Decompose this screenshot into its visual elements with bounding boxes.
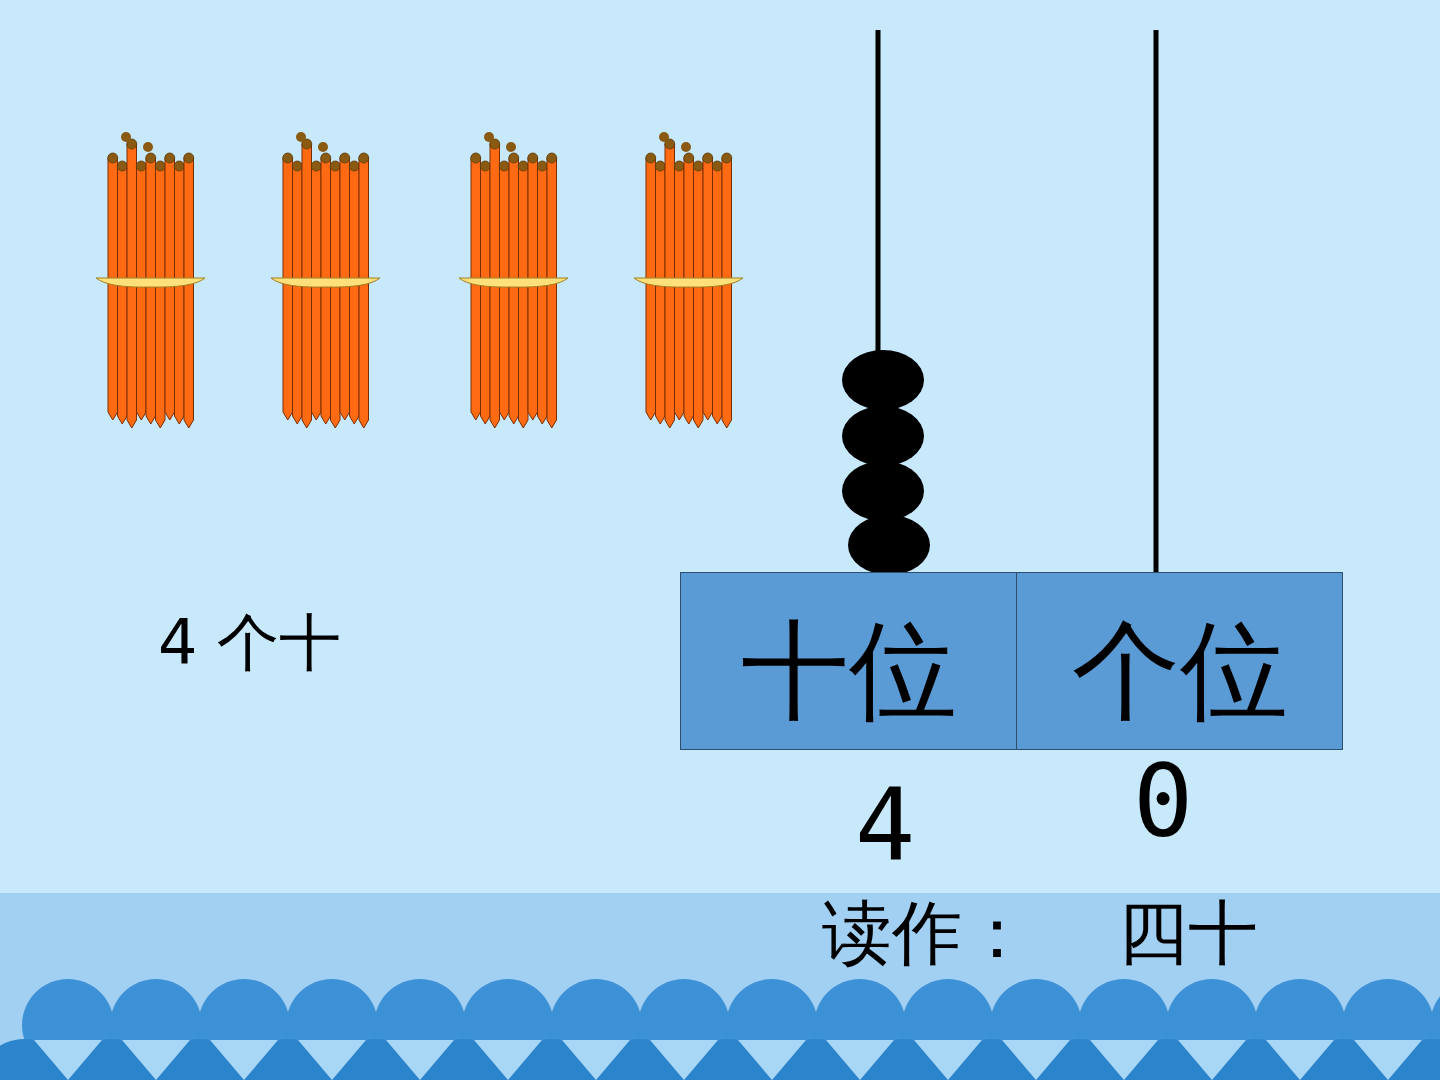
count-text: 4 个十 <box>158 612 341 674</box>
place-name: 十位 <box>741 597 957 725</box>
digit: 0 <box>1133 752 1193 852</box>
place-value-box: 个位 <box>1016 572 1343 750</box>
abacus <box>842 30 1156 575</box>
place-value-box: 十位 <box>680 572 1017 750</box>
stick-bundle <box>271 132 380 428</box>
read-as: 读作： <box>822 898 1032 968</box>
number-word: 四十 <box>1118 898 1258 968</box>
digit: 4 <box>855 775 915 875</box>
stick-bundle <box>634 132 743 428</box>
stick-bundle <box>459 132 568 428</box>
scallops <box>0 979 1440 1080</box>
stick-bundle <box>96 132 205 428</box>
place-name: 个位 <box>1072 597 1288 725</box>
